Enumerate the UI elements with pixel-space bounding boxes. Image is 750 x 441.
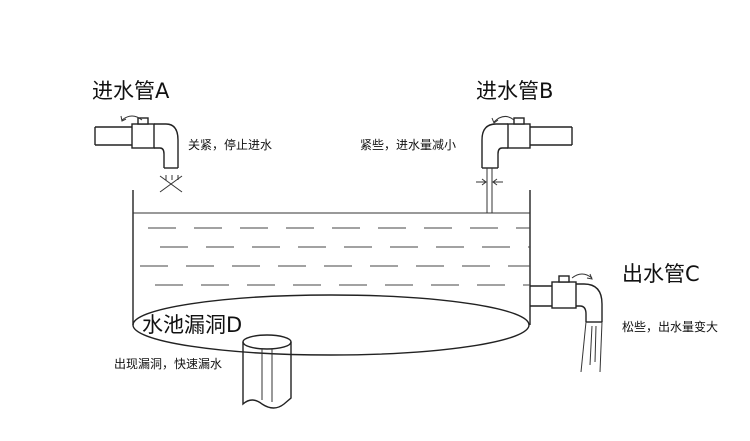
leak-drain-d (242, 334, 292, 409)
pipe-b-note: 紧些，进水量减小 (360, 138, 456, 152)
leak-d-label: 水池漏洞D (142, 313, 242, 337)
pipe-c-label: 出水管C (622, 262, 700, 286)
pipe-c-note: 松些，出水量变大 (622, 319, 718, 334)
valve-handle-a-icon (121, 115, 143, 121)
inlet-pipe-a (94, 115, 183, 193)
valve-handle-c-icon (571, 273, 593, 279)
pipe-a-note: 关紧，停止进水 (188, 137, 272, 152)
pipe-a-label: 进水管A (92, 79, 170, 103)
outlet-pipe-c (530, 273, 603, 373)
pipe-b-label: 进水管B (476, 79, 553, 103)
leak-d-note: 出现漏洞，快速漏水 (114, 357, 222, 371)
water-lines (133, 212, 530, 286)
inlet-pipe-b (476, 116, 573, 213)
stop-mark-a-icon (159, 175, 183, 193)
valve-handle-b-icon (493, 116, 515, 123)
